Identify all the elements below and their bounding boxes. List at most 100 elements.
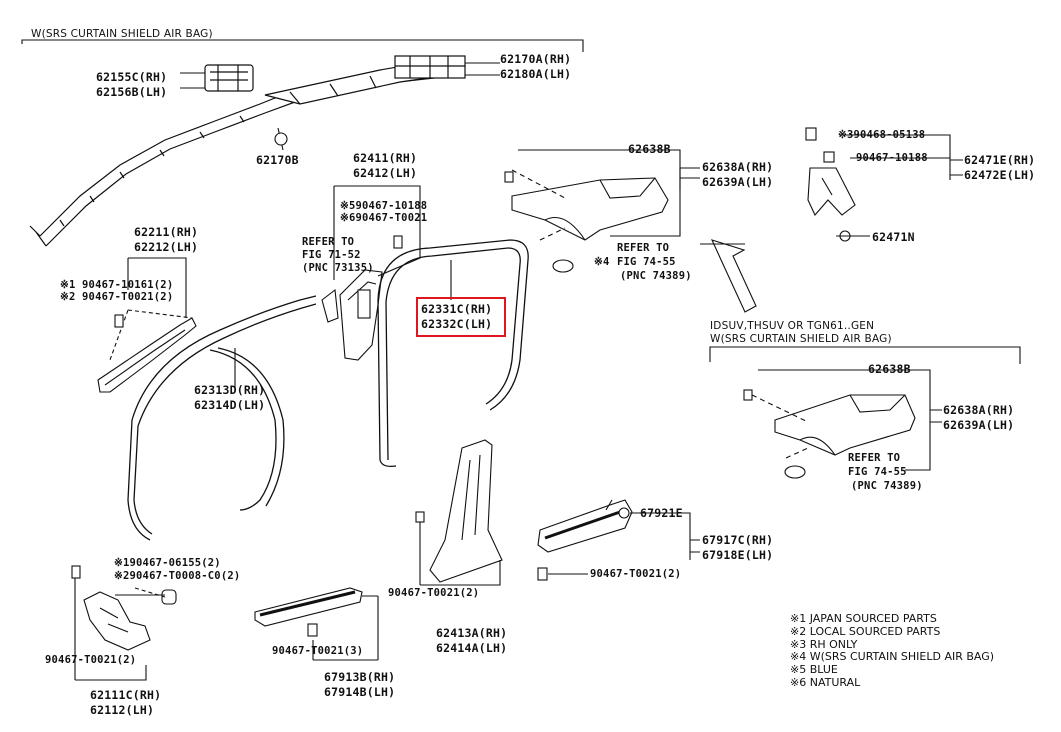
refer-74-55-line2[interactable]: FIG 74-55 — [617, 256, 676, 268]
bracket-62413a — [419, 518, 501, 586]
label-n3-390468-05138[interactable]: ※390468-05138 — [838, 129, 926, 141]
refer-74-55-prefix: ※4 — [594, 256, 610, 268]
label-62639a-low[interactable]: 62639A(LH) — [943, 418, 1015, 432]
label-62413a[interactable]: 62413A(RH) — [436, 626, 508, 640]
screw-62638b-top — [504, 171, 514, 183]
label-n2-90467-t0021[interactable]: ※2 90467-T0021(2) — [60, 291, 174, 303]
cowl-side-trim — [83, 589, 177, 651]
label-62180a[interactable]: 62180A(LH) — [500, 67, 572, 81]
label-62156b[interactable]: 62156B(LH) — [96, 85, 168, 99]
rear-roof-garnish-lower — [751, 394, 916, 459]
refer-low-line1: REFER TO — [848, 452, 901, 464]
roof-bracket — [805, 127, 856, 242]
highlight-box-62331c — [416, 297, 506, 337]
bracket-62211 — [127, 257, 187, 318]
label-90467-10188[interactable]: 90467-10188 — [856, 152, 928, 164]
refer-low-line2[interactable]: FIG 74-55 — [848, 466, 907, 478]
screw-62413a — [415, 511, 425, 523]
legend-note-2: ※2 LOCAL SOURCED PARTS — [790, 624, 941, 638]
label-67918e[interactable]: 67918E(LH) — [702, 548, 774, 562]
view-arrow — [700, 239, 757, 313]
label-62638b-low[interactable]: 62638B — [868, 362, 911, 376]
label-62412[interactable]: 62412(LH) — [353, 166, 418, 180]
label-67921e[interactable]: 67921E — [640, 506, 683, 520]
label-67914b[interactable]: 67914B(LH) — [324, 685, 396, 699]
right-group-bracket — [709, 346, 1021, 364]
legend-note-1: ※1 JAPAN SOURCED PARTS — [790, 612, 937, 625]
clip-67921e — [618, 507, 630, 519]
label-62155c[interactable]: 62155C(RH) — [96, 70, 168, 84]
bracket-67913b — [312, 595, 379, 661]
label-62638a-top[interactable]: 62638A(RH) — [702, 160, 774, 174]
label-90467-t0021-left[interactable]: 90467-T0021(2) — [45, 654, 137, 666]
screw-right — [537, 567, 548, 581]
label-62471n[interactable]: 62471N — [872, 230, 915, 244]
bracket-62411 — [333, 185, 421, 280]
label-62414a[interactable]: 62414A(LH) — [436, 641, 508, 655]
clip-refer-74-55-low — [784, 465, 806, 479]
refer-71-52-line2[interactable]: FIG 71-52 — [302, 249, 361, 261]
label-62170a[interactable]: 62170A(RH) — [500, 52, 572, 66]
top-group-header: W(SRS CURTAIN SHIELD AIR BAG) — [31, 28, 213, 40]
label-62212[interactable]: 62212(LH) — [134, 240, 199, 254]
front-door-weatherstrip — [127, 295, 317, 541]
screw-62111c — [71, 565, 81, 579]
label-62471e[interactable]: 62471E(RH) — [964, 153, 1036, 167]
label-n6-90467-t0021[interactable]: ※690467-T0021 — [340, 212, 428, 224]
label-62332c[interactable]: 62332C(LH) — [421, 317, 493, 331]
leader-62155c — [180, 72, 205, 89]
rear-door-weatherstrip — [377, 239, 529, 468]
label-62211[interactable]: 62211(RH) — [134, 225, 199, 239]
label-67917c[interactable]: 67917C(RH) — [702, 533, 774, 547]
screw-62638b-low — [743, 389, 753, 401]
refer-74-55-line1: REFER TO — [617, 242, 670, 254]
clip-62170b — [274, 132, 288, 146]
label-62411[interactable]: 62411(RH) — [353, 151, 418, 165]
bracket-67917c — [630, 512, 700, 560]
label-n1-90467-10161[interactable]: ※1 90467-10161(2) — [60, 279, 174, 291]
rear-roof-garnish-top — [511, 169, 669, 241]
refer-74-55-line3: (PNC 74389) — [620, 270, 692, 282]
label-62112[interactable]: 62112(LH) — [90, 703, 155, 717]
screw-62411 — [393, 235, 403, 249]
right-group-header-line1: IDSUV,THSUV OR TGN61..GEN — [710, 320, 875, 332]
label-62472e[interactable]: 62472E(LH) — [964, 168, 1036, 182]
front-scuff-plate — [254, 587, 363, 627]
refer-low-line3: (PNC 74389) — [851, 480, 923, 492]
label-62170b[interactable]: 62170B — [256, 153, 299, 167]
leader-62638b-low — [758, 369, 931, 410]
label-90467-t0021-front[interactable]: 90467-T0021(3) — [272, 645, 364, 657]
label-62313d[interactable]: 62313D(RH) — [194, 383, 266, 397]
top-group-bracket — [21, 39, 584, 52]
screw-front — [307, 623, 318, 637]
label-62331c[interactable]: 62331C(RH) — [421, 302, 493, 316]
legend-note-3: ※3 RH ONLY — [790, 637, 858, 651]
legend-note-5: ※5 BLUE — [790, 663, 838, 677]
legend-note-6: ※6 NATURAL — [790, 675, 861, 689]
label-n1-90467-06155[interactable]: ※190467-06155(2) — [114, 557, 221, 569]
label-n2-90467-t0008[interactable]: ※290467-T0008-C0(2) — [114, 570, 241, 582]
b-pillar-upper-garnish — [321, 269, 383, 361]
label-90467-t0021-right[interactable]: 90467-T0021(2) — [590, 568, 682, 580]
label-90467-t0021-mid[interactable]: 90467-T0021(2) — [388, 587, 480, 599]
refer-71-52-line3: (PNC 73135) — [302, 262, 374, 274]
label-67913b[interactable]: 67913B(RH) — [324, 670, 396, 684]
label-n5-90467-10188[interactable]: ※590467-10188 — [340, 200, 428, 212]
rear-scuff-plate — [537, 499, 633, 553]
leader-62638a-low — [905, 409, 942, 471]
refer-71-52-line1: REFER TO — [302, 236, 355, 248]
label-62314d[interactable]: 62314D(LH) — [194, 398, 266, 412]
label-62638b-top[interactable]: 62638B — [628, 142, 671, 156]
b-pillar-lower-garnish — [429, 439, 503, 583]
clip-refer-74-55-top — [552, 259, 574, 273]
leader-62170a — [465, 62, 500, 76]
notes-legend: ※1 JAPAN SOURCED PARTS ※2 LOCAL SOURCED … — [790, 612, 995, 690]
label-62639a-top[interactable]: 62639A(LH) — [702, 175, 774, 189]
right-group-header-line2: W(SRS CURTAIN SHIELD AIR BAG) — [710, 333, 892, 345]
legend-note-4: ※4 W(SRS CURTAIN SHIELD AIR BAG) — [790, 650, 995, 664]
a-pillar-garnish — [97, 309, 197, 393]
label-62638a-low[interactable]: 62638A(RH) — [943, 403, 1015, 417]
label-62111c[interactable]: 62111C(RH) — [90, 688, 162, 702]
